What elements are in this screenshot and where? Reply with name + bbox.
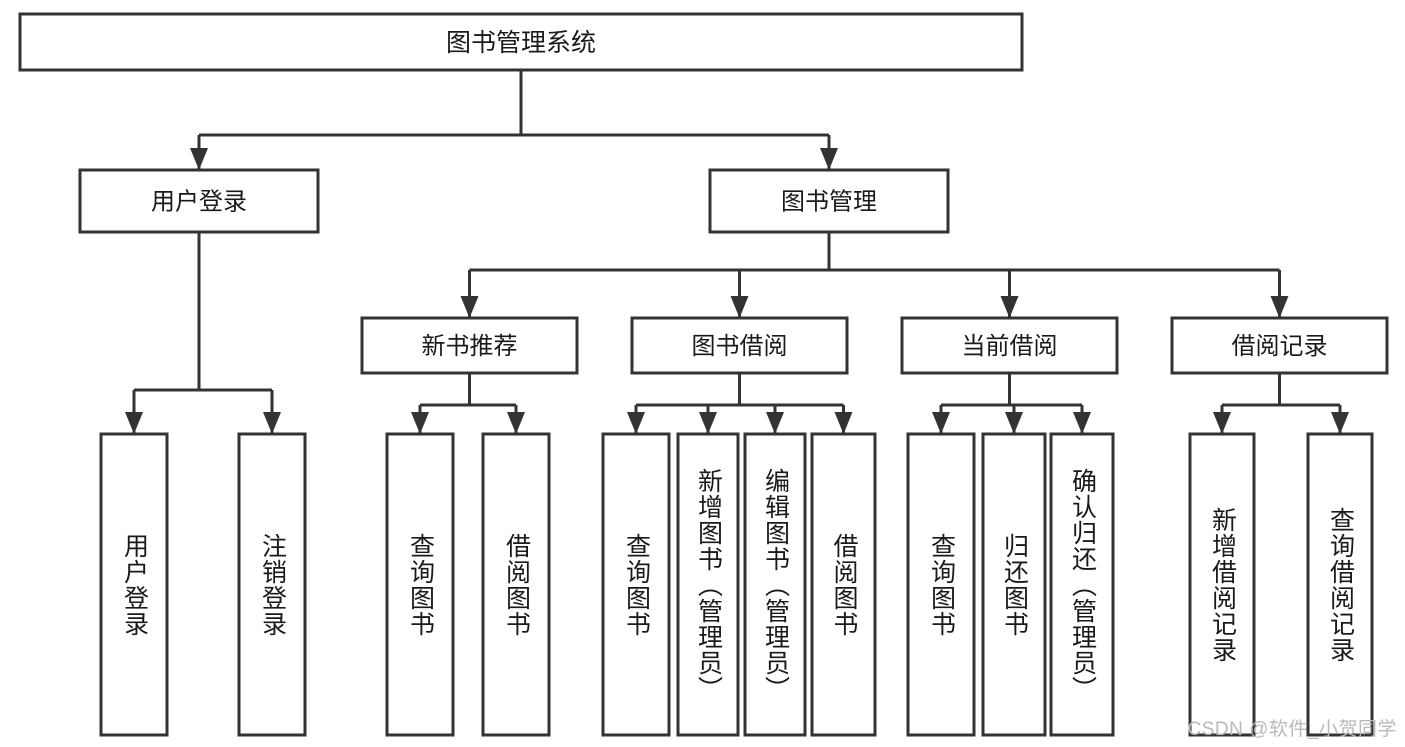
- node-borrow-record[interactable]: [1170, 316, 1389, 375]
- node-book-borrow[interactable]: [630, 316, 849, 375]
- node-leaf-query-book-2[interactable]: [601, 432, 671, 737]
- node-leaf-return-book[interactable]: [981, 432, 1047, 737]
- node-book-borrow-label: 图书借阅: [692, 333, 788, 360]
- node-new-book-recommend-label: 新书推荐: [422, 333, 518, 360]
- connector-layer: [125, 70, 1349, 434]
- arrow-head-icon: [932, 412, 950, 434]
- watermark: CSDN @软件_小贺同学: [1187, 719, 1397, 740]
- arrow-head-icon: [1270, 296, 1289, 318]
- node-leaf-confirm-return[interactable]: [1049, 432, 1115, 737]
- node-user-login-label: 用户登录: [151, 189, 247, 216]
- node-leaf-edit-book[interactable]: [743, 432, 807, 737]
- node-current-borrow[interactable]: [900, 316, 1119, 375]
- node-leaf-user-login[interactable]: [99, 432, 169, 737]
- arrow-head-icon: [460, 296, 479, 318]
- arrow-head-icon: [1213, 412, 1231, 434]
- node-leaf-add-record[interactable]: [1188, 432, 1256, 737]
- arrow-head-icon: [1000, 296, 1019, 318]
- arrow-head-icon: [125, 412, 143, 434]
- arrow-head-icon: [699, 412, 717, 434]
- node-leaf-query-book-1[interactable]: [385, 432, 455, 737]
- arrow-head-icon: [1005, 412, 1023, 434]
- node-borrow-record-label: 借阅记录: [1232, 333, 1328, 360]
- node-root-system-label: 图书管理系统: [446, 29, 596, 57]
- node-leaf-borrow-book-1[interactable]: [481, 432, 551, 737]
- node-user-login[interactable]: [78, 168, 320, 234]
- node-new-book-recommend[interactable]: [360, 316, 579, 375]
- arrow-head-icon: [507, 412, 525, 434]
- arrow-head-icon: [627, 412, 645, 434]
- node-book-manage-label: 图书管理: [781, 189, 877, 216]
- node-current-borrow-label: 当前借阅: [962, 333, 1058, 360]
- arrow-head-icon: [190, 148, 208, 170]
- node-root-system[interactable]: [18, 12, 1024, 72]
- arrow-head-icon: [1331, 412, 1349, 434]
- node-leaf-borrow-book-2[interactable]: [810, 432, 877, 737]
- arrow-head-icon: [263, 412, 281, 434]
- arrow-head-icon: [411, 412, 429, 434]
- arrow-head-icon: [766, 412, 784, 434]
- node-book-manage[interactable]: [708, 168, 950, 234]
- arrow-head-icon: [730, 296, 749, 318]
- node-leaf-query-book-3[interactable]: [906, 432, 976, 737]
- arrow-head-icon: [834, 412, 853, 434]
- node-leaf-logout[interactable]: [237, 432, 307, 737]
- arrow-head-icon: [1073, 412, 1091, 434]
- node-leaf-add-book[interactable]: [676, 432, 740, 737]
- arrow-head-icon: [820, 148, 838, 170]
- node-leaf-query-record[interactable]: [1306, 432, 1374, 737]
